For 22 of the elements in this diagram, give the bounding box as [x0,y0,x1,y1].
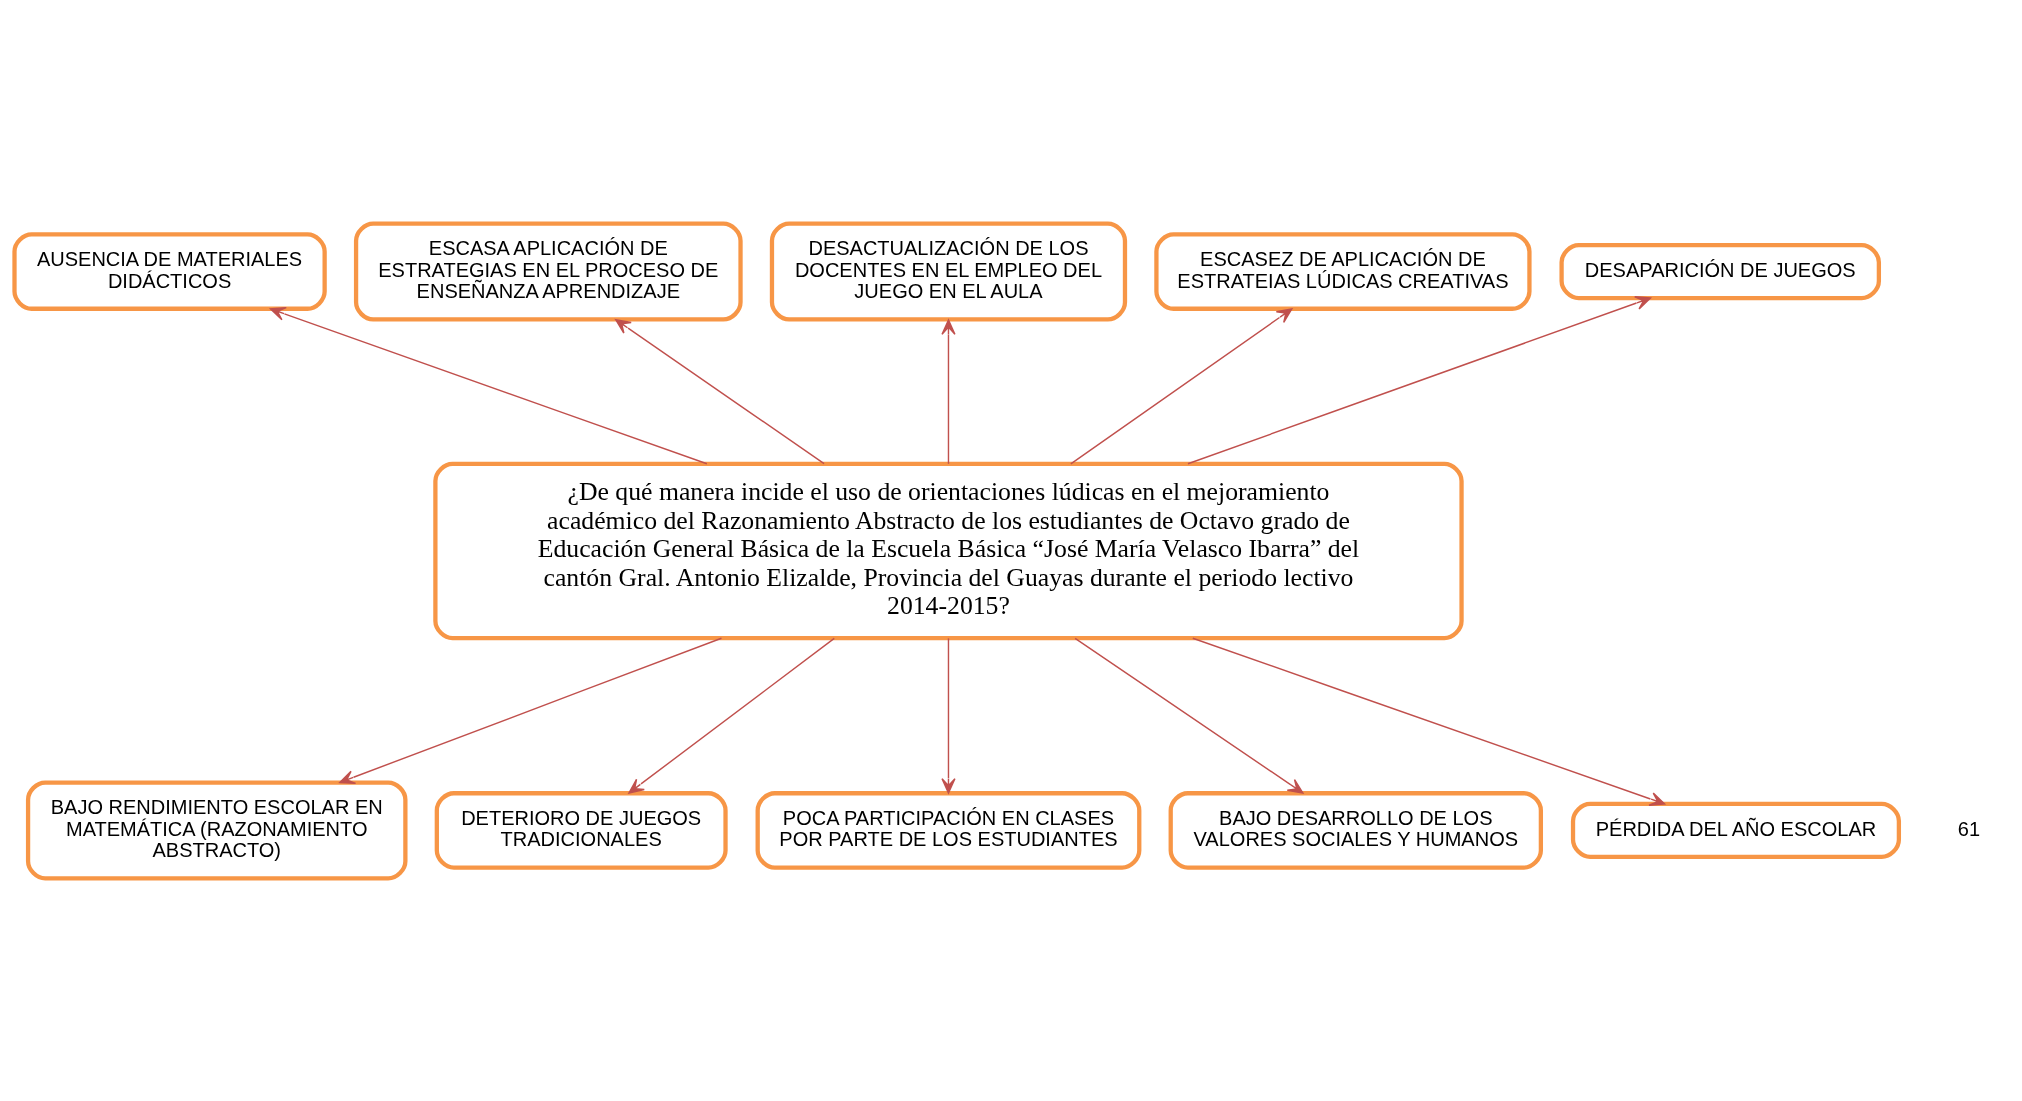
node-box: PÉRDIDA DEL AÑO ESCOLAR [1570,801,1902,859]
label: 61 [1957,817,1981,840]
node-box: POCA PARTICIPACIÓN EN CLASES POR PARTE DE LOS ESTUDIANTES [755,790,1142,870]
node-box: BAJO RENDIMIENTO ESCOLAR EN MATEMÁTICA (RAZONAMIENTO ABSTRACTO) [25,779,408,880]
node-box: ¿De qué manera incide el uso de orientaciones lúdicas en el mejoramiento académico del Razonamiento Abstracto de los estudiantes de Octavo grado de Educación General Básica de la Escuela Básica “José María Velasco Ibarra” del cantón Gral. Antonio Elizalde, Provincia del Guayas durante el periodo lectivo 2014-2015? [433,461,1464,640]
arrow [941,637,956,794]
node-box: AUSENCIA DE MATERIALES DIDÁCTICOS [12,231,327,311]
arrow [269,306,708,464]
arrow [339,637,723,784]
node-box: DESAPARICIÓN DE JUEGOS [1559,242,1881,300]
arrow [1074,637,1304,794]
arrow [628,637,835,794]
node-box: DESACTUALIZACIÓN DE LOS DOCENTES EN EL EMPLEO DEL JUEGO EN EL AULA [769,221,1128,322]
arrow [1187,295,1652,464]
arrow [1070,307,1293,464]
arrow [941,318,956,464]
node-box: ESCASEZ DE APLICACIÓN DE ESTRATEIAS LÚDICAS CREATIVAS [1154,231,1532,311]
node-box: ESCASA APLICACIÓN DE ESTRATEGIAS EN EL PROCESO DE ENSEÑANZA APRENDIZAJE [353,221,743,322]
arrow [615,318,825,464]
node-box: BAJO DESARROLLO DE LOS VALORES SOCIALES Y HUMANOS [1168,790,1543,870]
arrow [1192,637,1666,806]
node-box: DETERIORO DE JUEGOS TRADICIONALES [434,790,728,870]
